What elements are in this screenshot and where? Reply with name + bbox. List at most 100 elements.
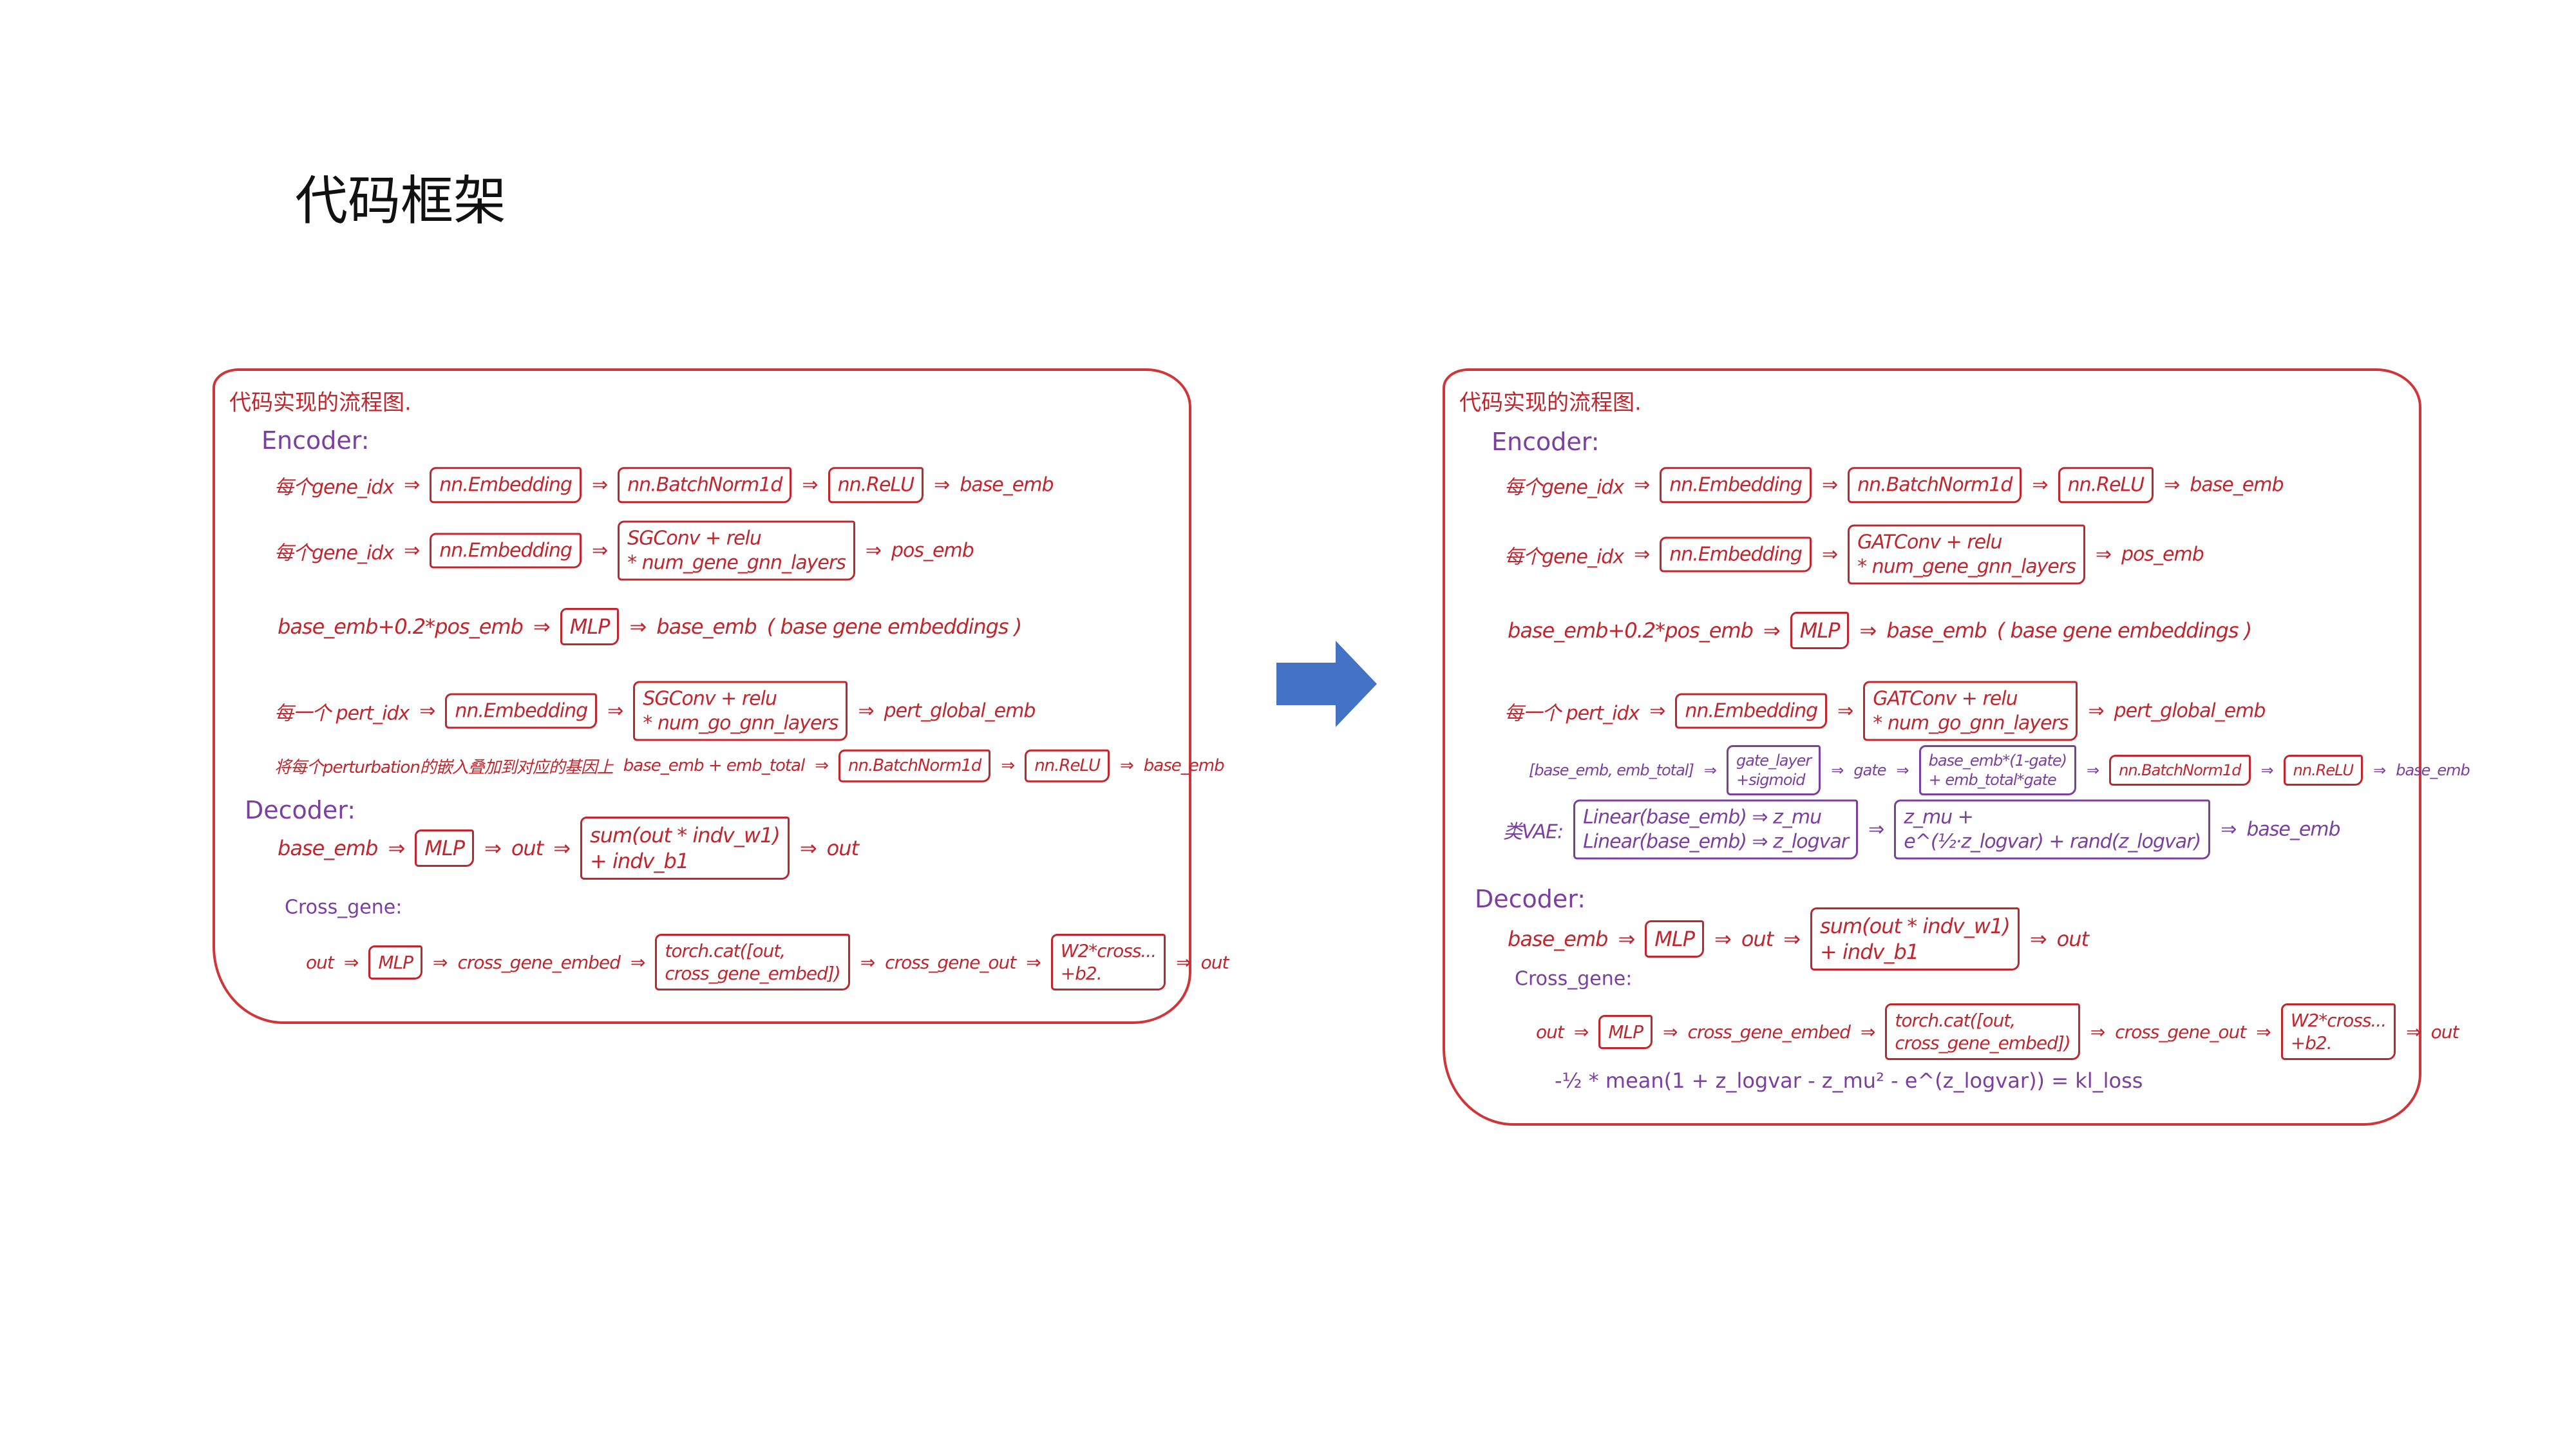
double-arrow-icon: ⇒	[1649, 699, 1665, 723]
double-arrow-icon: ⇒	[2090, 1021, 2105, 1043]
module-box: nn.ReLU	[828, 467, 924, 503]
double-arrow-icon: ⇒	[2373, 761, 2386, 779]
module-label: sum(out * indv_w1)	[590, 823, 781, 848]
double-arrow-icon: ⇒	[799, 836, 817, 860]
double-arrow-icon: ⇒	[1573, 1021, 1589, 1043]
flow-text: base_emb	[1886, 618, 1987, 643]
flow-text: out	[1200, 951, 1229, 973]
module-label: GATConv + relu	[1873, 687, 2018, 710]
flow-row: 每个gene_idx⇒nn.Embedding⇒GATConv + relu* …	[1504, 524, 2204, 585]
module-label: MLP	[378, 951, 413, 973]
module-box: sum(out * indv_w1)+ indv_b1	[1810, 907, 2020, 971]
flow-row: base_emb⇒MLP⇒out⇒sum(out * indv_w1)+ ind…	[278, 817, 859, 880]
flow-text: ( base gene embeddings )	[766, 614, 1023, 639]
double-arrow-icon: ⇒	[1001, 756, 1015, 775]
module-box: nn.BatchNorm1d	[2109, 755, 2251, 786]
flow-text: Cross_gene:	[285, 896, 402, 919]
module-box: nn.ReLU	[2058, 467, 2154, 503]
module-label: * num_go_gnn_layers	[643, 712, 838, 734]
module-box: GATConv + relu* num_go_gnn_layers	[1863, 681, 2078, 741]
module-box: nn.Embedding	[1660, 536, 1812, 573]
double-arrow-icon: ⇒	[2029, 927, 2047, 951]
module-label: + indv_b1	[590, 849, 689, 873]
module-label: SGConv + relu	[643, 687, 777, 710]
module-label: nn.Embedding	[455, 699, 588, 723]
module-box: nn.Embedding	[430, 533, 582, 569]
module-label: nn.Embedding	[1669, 473, 1803, 497]
module-label: MLP	[1608, 1021, 1643, 1043]
flow-text: out	[511, 836, 544, 860]
module-box: nn.Embedding	[445, 693, 598, 729]
flow-text: base_emb	[278, 836, 378, 860]
module-label: torch.cat([out,	[665, 940, 786, 961]
flow-text: 代码实现的流程图.	[229, 390, 412, 416]
double-arrow-icon: ⇒	[1831, 761, 1844, 779]
flow-row: base_emb+0.2*pos_emb⇒MLP⇒base_emb( base …	[278, 608, 1023, 645]
flow-row: base_emb⇒MLP⇒out⇒sum(out * indv_w1)+ ind…	[1508, 907, 2089, 971]
module-label: nn.BatchNorm1d	[1857, 473, 2012, 497]
double-arrow-icon: ⇒	[432, 951, 448, 973]
module-label: GATConv + relu	[1857, 531, 2002, 554]
module-box: SGConv + relu* num_go_gnn_layers	[633, 681, 848, 741]
flow-row: Cross_gene:	[1515, 968, 1632, 990]
double-arrow-icon: ⇒	[404, 473, 420, 497]
module-label: MLP	[1654, 927, 1695, 951]
double-arrow-icon: ⇒	[343, 951, 359, 973]
module-label: e^(½·z_logvar) + rand(z_logvar)	[1904, 830, 2201, 853]
flow-row: 每个gene_idx⇒nn.Embedding⇒nn.BatchNorm1d⇒n…	[1504, 467, 2284, 503]
module-label: +b2.	[1060, 963, 1103, 984]
module-label: nn.BatchNorm1d	[848, 755, 981, 775]
module-label: W2*cross...	[2290, 1010, 2387, 1031]
module-label: Linear(base_emb) ⇒ z_logvar	[1583, 830, 1849, 853]
double-arrow-icon: ⇒	[1896, 761, 1909, 779]
double-arrow-icon: ⇒	[2087, 761, 2099, 779]
module-box: nn.BatchNorm1d	[618, 467, 792, 503]
flow-row: out⇒MLP⇒cross_gene_embed⇒torch.cat([out,…	[1536, 1003, 2459, 1060]
flow-row: Cross_gene:	[285, 896, 402, 919]
double-arrow-icon: ⇒	[1703, 761, 1717, 779]
double-arrow-icon: ⇒	[484, 836, 502, 860]
flow-text: cross_gene_embed	[457, 951, 620, 973]
module-label: nn.BatchNorm1d	[627, 473, 782, 497]
flow-text: 每个gene_idx	[274, 542, 394, 564]
flow-text: out	[1536, 1021, 1564, 1043]
double-arrow-icon: ⇒	[533, 614, 551, 639]
flow-text: pert_global_emb	[2114, 699, 2266, 723]
module-label: W2*cross...	[1060, 940, 1157, 961]
flow-text: 每个gene_idx	[1504, 545, 1624, 568]
module-box: W2*cross...+b2.	[2280, 1003, 2396, 1060]
module-label: nn.Embedding	[1685, 699, 1818, 723]
double-arrow-icon: ⇒	[591, 539, 608, 562]
module-box: nn.Embedding	[1675, 693, 1828, 729]
flow-text: cross_gene_embed	[1687, 1021, 1850, 1043]
module-label: Linear(base_emb) ⇒ z_mu	[1583, 806, 1822, 829]
flow-text: out	[826, 836, 859, 860]
double-arrow-icon: ⇒	[802, 473, 818, 497]
flow-text: Encoder:	[1492, 428, 1600, 456]
double-arrow-icon: ⇒	[1837, 699, 1853, 723]
flow-text: base_emb	[656, 614, 757, 639]
module-box: SGConv + relu* num_gene_gnn_layers	[618, 520, 855, 581]
double-arrow-icon: ⇒	[934, 473, 950, 497]
flow-text: pert_global_emb	[884, 699, 1036, 723]
flow-text: 每一个 pert_idx	[274, 702, 410, 724]
flow-row: Encoder:	[261, 426, 370, 455]
flow-text: 每个gene_idx	[1504, 476, 1624, 498]
flow-row: 代码实现的流程图.	[229, 385, 412, 417]
double-arrow-icon: ⇒	[858, 699, 874, 723]
module-label: * num_gene_gnn_layers	[1857, 555, 2076, 578]
module-label: nn.Embedding	[439, 539, 573, 562]
module-box: MLP	[415, 829, 474, 867]
flow-row: 每个gene_idx⇒nn.Embedding⇒SGConv + relu* n…	[274, 520, 974, 581]
flow-text: base_emb	[2190, 473, 2284, 497]
flow-text: 将每个perturbation的嵌入叠加到对应的基因上	[274, 757, 614, 777]
flow-row: base_emb+0.2*pos_emb⇒MLP⇒base_emb( base …	[1508, 612, 2252, 649]
flow-text: Decoder:	[245, 796, 356, 824]
module-box: GATConv + relu* num_gene_gnn_layers	[1848, 524, 2085, 585]
module-label: + indv_b1	[1820, 940, 1919, 964]
module-label: gate_layer	[1736, 752, 1812, 770]
double-arrow-icon: ⇒	[1868, 818, 1884, 841]
module-box: MLP	[1790, 612, 1850, 649]
